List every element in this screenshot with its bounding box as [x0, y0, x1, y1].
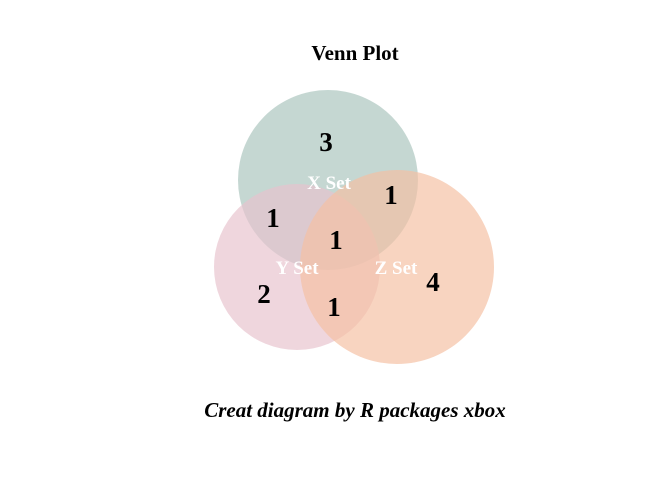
region-z-only-count: 4	[426, 267, 440, 297]
set-z-label: Z Set	[375, 258, 418, 279]
diagram-title: Venn Plot	[311, 41, 398, 65]
diagram-caption: Creat diagram by R packages xbox	[204, 398, 506, 422]
region-y-z-count: 1	[327, 292, 341, 322]
set-y-label: Y Set	[275, 258, 319, 279]
region-x-only-count: 3	[319, 127, 333, 157]
region-x-y-z-count: 1	[329, 225, 343, 255]
region-y-only-count: 2	[257, 279, 271, 309]
set-x-label: X Set	[307, 173, 351, 194]
region-x-y-count: 1	[266, 203, 280, 233]
region-x-z-count: 1	[384, 180, 398, 210]
set-z-circle	[300, 170, 494, 364]
